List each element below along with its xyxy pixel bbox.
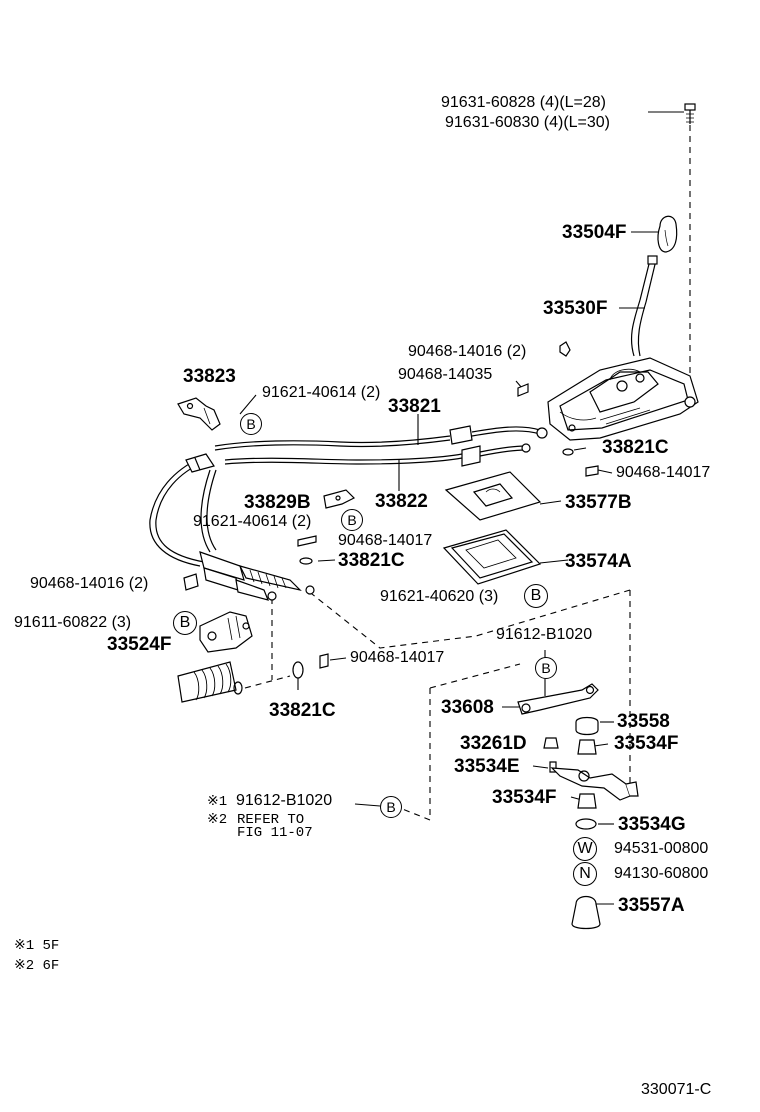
fastener-label: 91631-60828 (4)(L=28) [441,94,607,111]
symbol-b: B [380,796,402,818]
symbol-b: B [535,657,557,679]
part-label: 33534G [618,814,686,835]
bracket-33524F-icon [199,611,253,653]
symbol-b: B [173,611,197,635]
part-label: 33822 [375,491,428,512]
cable-33821-icon [149,425,548,567]
part-label: 33821C [269,700,336,721]
legend-item: ※1 5F [14,938,60,954]
legend-item: ※2 6F [14,958,60,974]
fastener-label: 90468-14017 [616,464,711,481]
cable-bracket-icon [185,453,215,473]
plate-33577B-icon [444,471,542,521]
lever-33608-icon [517,683,599,715]
part-label: 33608 [441,697,494,718]
part-label: 33821C [338,550,405,571]
part-label: 33504F [562,222,627,243]
fastener-label: 91621-40614 (2) [262,384,381,401]
bracket-33823-icon [177,397,221,431]
symbol-b: B [524,584,548,608]
fastener-label: 91611-60822 (3) [14,614,132,631]
note-mark: ※2 [207,812,228,828]
fastener-label: 94130-60800 [614,865,709,882]
gasket-33574A-icon [442,529,542,585]
cable-33822-icon [200,443,531,553]
fastener-label: 90468-14017 [338,532,433,549]
symbol-n: N [573,862,597,886]
part-label: 33534E [454,756,520,777]
part-label: 33829B [244,492,311,513]
fastener-label: 90468-14017 [350,649,445,666]
dashed-lines [244,125,691,821]
fastener-label: 90468-14035 [398,366,493,383]
part-label: 33557A [618,895,685,916]
part-label: 33574A [565,551,632,572]
part-label: 33577B [565,492,632,513]
shift-housing-icon [547,357,699,441]
note-mark: ※1 [207,794,228,810]
symbol-b: B [240,413,262,435]
part-label: 33821C [602,437,669,458]
part-label: 33524F [107,634,172,655]
fastener-label: 91621-40620 (3) [380,588,499,605]
part-label: 33261D [460,733,527,754]
transmission-tube-icon [177,661,243,703]
cable-end-icon [199,551,315,601]
leader-lines [239,111,684,905]
part-label: 33823 [183,366,236,387]
part-label: 33558 [617,711,670,732]
symbol-b: B [341,509,363,531]
part-label: 33534F [614,733,679,754]
shift-knob-icon [657,215,678,253]
clip-icon [517,341,571,397]
fastener-label: 94531-00800 [614,840,709,857]
fastener-label: 91621-40614 (2) [193,513,312,530]
part-label: 33534F [492,787,557,808]
fastener-label: 91631-60830 (4)(L=30) [445,114,611,131]
shift-lever-icon [630,255,658,357]
fastener-label: 91612-B1020 [496,626,593,643]
fastener-label: 90468-14016 (2) [408,343,527,360]
bracket-33829B-icon [323,489,356,509]
fastener-label: 90468-14016 (2) [30,575,149,592]
note-fig: FIG 11-07 [237,825,313,841]
note-refer: REFER TO [237,812,305,828]
clip-icon [183,448,599,669]
part-label: 33530F [543,298,608,319]
bolt-top-icon [684,103,696,124]
part-label: 33821 [388,396,441,417]
small-parts-icon [543,716,639,930]
washer-icon [292,661,304,679]
diagram-id: 330071-C [641,1081,712,1098]
note-bolt-label: 91612-B1020 [236,792,333,809]
symbol-w: W [573,837,597,861]
